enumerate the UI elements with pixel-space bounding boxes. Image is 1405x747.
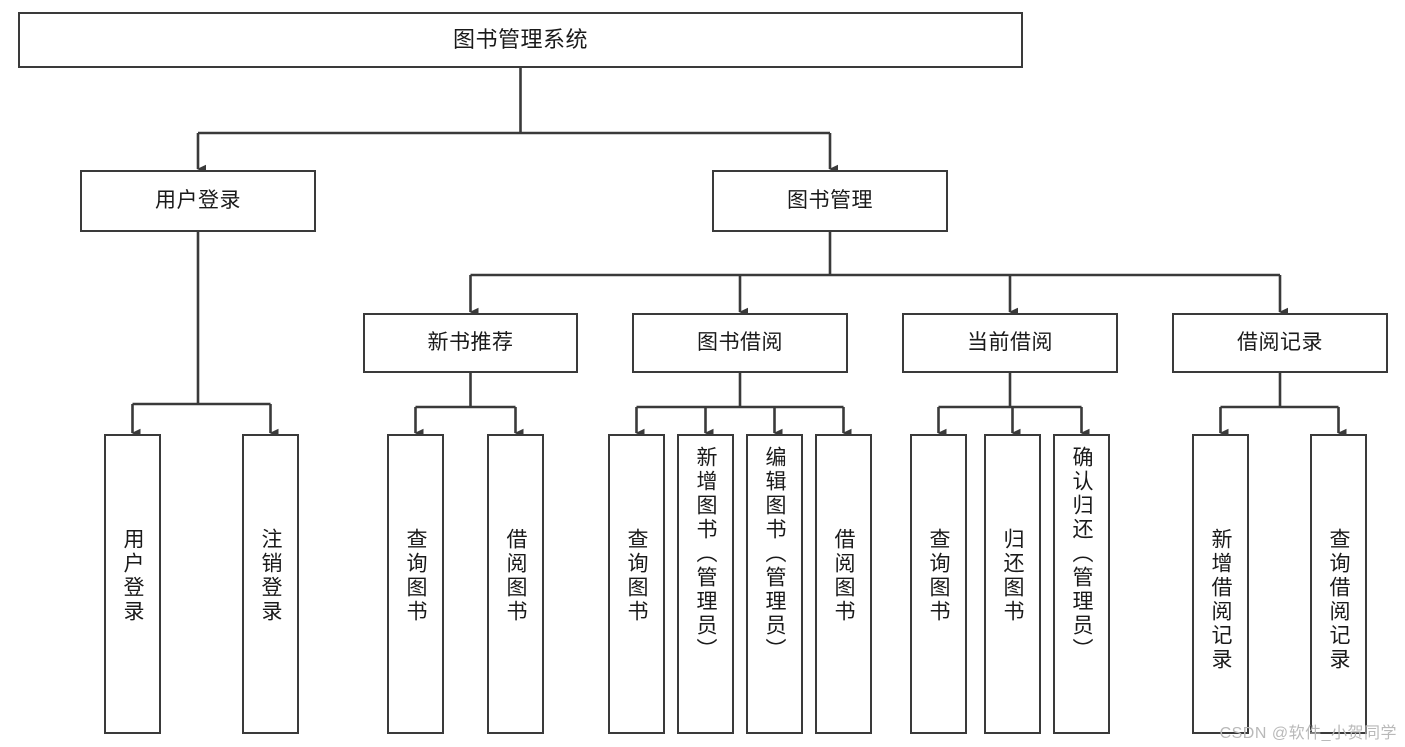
node-leaf-edit-book[interactable]: 编辑图书（管理员） [746, 434, 803, 734]
node-new-book-rec-label: 新书推荐 [427, 330, 514, 354]
node-leaf-add-book-label: 新增图书（管理员） [694, 446, 717, 662]
node-leaf-query-book-2[interactable]: 查询图书 [608, 434, 665, 734]
node-current-borrow[interactable]: 当前借阅 [902, 313, 1118, 373]
node-leaf-borrow-book-1-label: 借阅图书 [504, 528, 527, 624]
node-user-login-label: 用户登录 [155, 188, 241, 212]
node-leaf-borrow-book-1[interactable]: 借阅图书 [487, 434, 544, 734]
node-borrow-record[interactable]: 借阅记录 [1172, 313, 1388, 373]
node-leaf-query-book-1[interactable]: 查询图书 [387, 434, 444, 734]
node-leaf-borrow-book-2[interactable]: 借阅图书 [815, 434, 872, 734]
node-leaf-borrow-book-2-label: 借阅图书 [832, 528, 855, 624]
node-leaf-add-record[interactable]: 新增借阅记录 [1192, 434, 1249, 734]
node-leaf-logout[interactable]: 注销登录 [242, 434, 299, 734]
node-book-borrow-label: 图书借阅 [697, 330, 783, 354]
node-leaf-query-record-label: 查询借阅记录 [1327, 528, 1350, 672]
node-leaf-add-record-label: 新增借阅记录 [1209, 528, 1232, 672]
node-root-label: 图书管理系统 [452, 27, 588, 53]
node-leaf-query-book-2-label: 查询图书 [625, 528, 648, 624]
node-leaf-query-book-3-label: 查询图书 [927, 528, 950, 624]
node-user-login[interactable]: 用户登录 [80, 170, 316, 232]
node-leaf-query-record[interactable]: 查询借阅记录 [1310, 434, 1367, 734]
node-leaf-query-book-3[interactable]: 查询图书 [910, 434, 967, 734]
watermark: CSDN @软件_小贺同学 [1219, 725, 1397, 742]
node-current-borrow-label: 当前借阅 [967, 330, 1053, 354]
node-leaf-user-login-label: 用户登录 [121, 528, 144, 624]
node-book-borrow[interactable]: 图书借阅 [632, 313, 848, 373]
node-book-manage[interactable]: 图书管理 [712, 170, 948, 232]
node-new-book-rec[interactable]: 新书推荐 [363, 313, 578, 373]
node-borrow-record-label: 借阅记录 [1237, 330, 1323, 354]
node-leaf-query-book-1-label: 查询图书 [404, 528, 427, 624]
node-leaf-confirm-return-label: 确认归还（管理员） [1070, 446, 1093, 662]
node-leaf-return-book[interactable]: 归还图书 [984, 434, 1041, 734]
node-leaf-add-book[interactable]: 新增图书（管理员） [677, 434, 734, 734]
node-book-manage-label: 图书管理 [787, 188, 873, 212]
node-leaf-user-login[interactable]: 用户登录 [104, 434, 161, 734]
node-root[interactable]: 图书管理系统 [18, 12, 1023, 68]
node-leaf-confirm-return[interactable]: 确认归还（管理员） [1053, 434, 1110, 734]
node-leaf-logout-label: 注销登录 [259, 528, 282, 624]
node-leaf-edit-book-label: 编辑图书（管理员） [763, 446, 786, 662]
node-leaf-return-book-label: 归还图书 [1001, 528, 1024, 624]
